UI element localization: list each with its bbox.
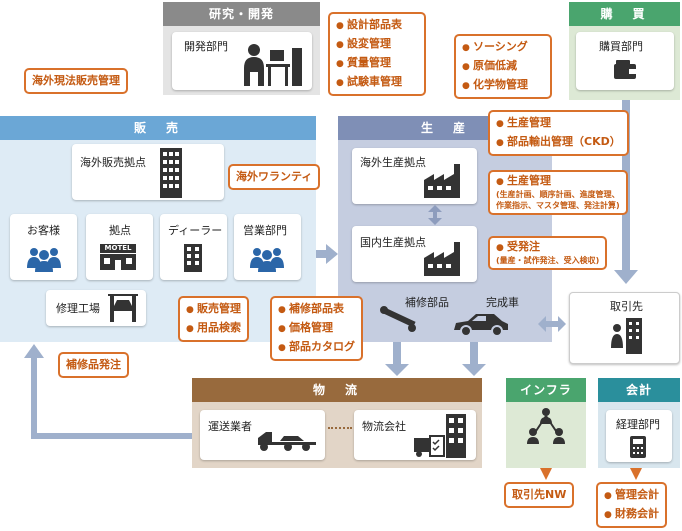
factory-icon: [424, 164, 460, 198]
purchase-dept-label: 購買部門: [599, 40, 643, 53]
office-building-icon: [184, 244, 202, 272]
logistics-company-label: 物流会社: [362, 420, 406, 433]
motel-icon: MOTEL: [100, 244, 136, 270]
calculator-icon: [630, 436, 646, 458]
truck-checklist-icon: [414, 414, 466, 458]
accounting-header: 会計: [598, 378, 680, 402]
person-at-desk-icon: [244, 44, 302, 86]
sales-item: 用品検索: [186, 319, 241, 338]
sales-callout: 販売管理 用品検索: [178, 296, 249, 342]
double-arrow-vertical: [428, 205, 442, 225]
production-callout-1: 生産管理 部品輸出管理（CKD）: [488, 110, 629, 156]
overseas-plant-label: 海外生産拠点: [360, 156, 426, 169]
accounting-item: 管理会計: [604, 486, 659, 505]
dotted-connector: [328, 427, 352, 429]
sales-header: 販 売: [0, 116, 316, 140]
overseas-sales-base-box: [72, 144, 224, 200]
rd-dept-label: 開発部門: [184, 40, 228, 53]
production-callout-3: 受発注 (量産・試作発注、受入検収): [488, 236, 608, 270]
parts-order-callout: 補修品発注: [58, 352, 129, 378]
rd-item: 設計部品表: [336, 16, 418, 35]
repair-item: 部品カタログ: [278, 338, 355, 357]
sales-dept-label: 営業部門: [243, 224, 287, 237]
repair-shop-label: 修理工場: [56, 302, 100, 315]
rd-item: 質量管理: [336, 54, 418, 73]
domestic-plant-label: 国内生産拠点: [360, 236, 426, 249]
car-icon: [454, 314, 508, 336]
purchase-item: 化学物管理: [462, 76, 544, 95]
supplier-box: [569, 292, 680, 364]
dealer-label: ディーラー: [168, 224, 223, 237]
production-mgmt-title: 生産管理: [496, 174, 620, 189]
network-callout: 取引先NW: [504, 482, 575, 508]
building-icon: [160, 148, 182, 198]
purchase-item: 原価低減: [462, 57, 544, 76]
finished-car-label: 完成車: [486, 296, 519, 309]
rd-item: 設変管理: [336, 35, 418, 54]
rd-dept-box: [172, 32, 312, 90]
carrier-label: 運送業者: [208, 420, 252, 433]
customer-label: お客様: [27, 224, 60, 237]
overseas-sales-base-label: 海外販売拠点: [80, 156, 146, 169]
supplier-label: 取引先: [610, 300, 643, 313]
group-icon: [27, 248, 61, 272]
factory-icon: [424, 242, 460, 276]
order-title: 受発注: [496, 240, 599, 255]
rd-header: 研究・開発: [163, 2, 320, 26]
rd-callout: 設計部品表 設変管理 質量管理 試験車管理: [328, 12, 426, 96]
purchase-callout: ソーシング 原価低減 化学物管理: [454, 34, 552, 99]
tow-truck-icon: [258, 432, 316, 451]
network-people-icon: [527, 408, 565, 444]
person-building-icon: [611, 318, 642, 354]
accounting-item: 財務会計: [604, 505, 659, 524]
base-label: 拠点: [109, 224, 131, 237]
group-icon: [250, 248, 284, 272]
production-item: 生産管理: [496, 114, 621, 133]
accounting-callout: 管理会計 財務会計: [596, 482, 667, 528]
repair-parts-label: 補修部品: [405, 296, 449, 309]
infra-header: インフラ: [506, 378, 586, 402]
parts-icon: [380, 306, 416, 332]
wallet-icon: [614, 60, 637, 79]
sales-item: 販売管理: [186, 300, 241, 319]
purchase-header: 購 買: [569, 2, 680, 26]
accounting-dept-label: 経理部門: [616, 418, 660, 431]
order-detail: (量産・試作発注、受入検収): [496, 256, 600, 265]
production-mgmt-detail: (生産計画、順序計画、進度管理、: [496, 190, 620, 199]
repair-item: 価格管理: [278, 319, 355, 338]
purchase-item: ソーシング: [462, 38, 544, 57]
overseas-sales-mgmt-callout: 海外現法販売管理: [24, 68, 128, 94]
production-mgmt-detail: 作業指示、マスタ管理、発注計算): [496, 201, 620, 210]
repair-parts-callout: 補修部品表 価格管理 部品カタログ: [270, 296, 363, 361]
production-callout-2: 生産管理 (生産計画、順序計画、進度管理、 作業指示、マスタ管理、発注計算): [488, 170, 628, 215]
motel-sign: MOTEL: [100, 244, 136, 253]
repair-item: 補修部品表: [278, 300, 355, 319]
logistics-header: 物 流: [192, 378, 482, 402]
production-item: 部品輸出管理（CKD）: [496, 133, 621, 152]
car-lift-icon: [108, 294, 138, 322]
warranty-callout: 海外ワランティ: [228, 164, 321, 190]
rd-item: 試験車管理: [336, 73, 418, 92]
